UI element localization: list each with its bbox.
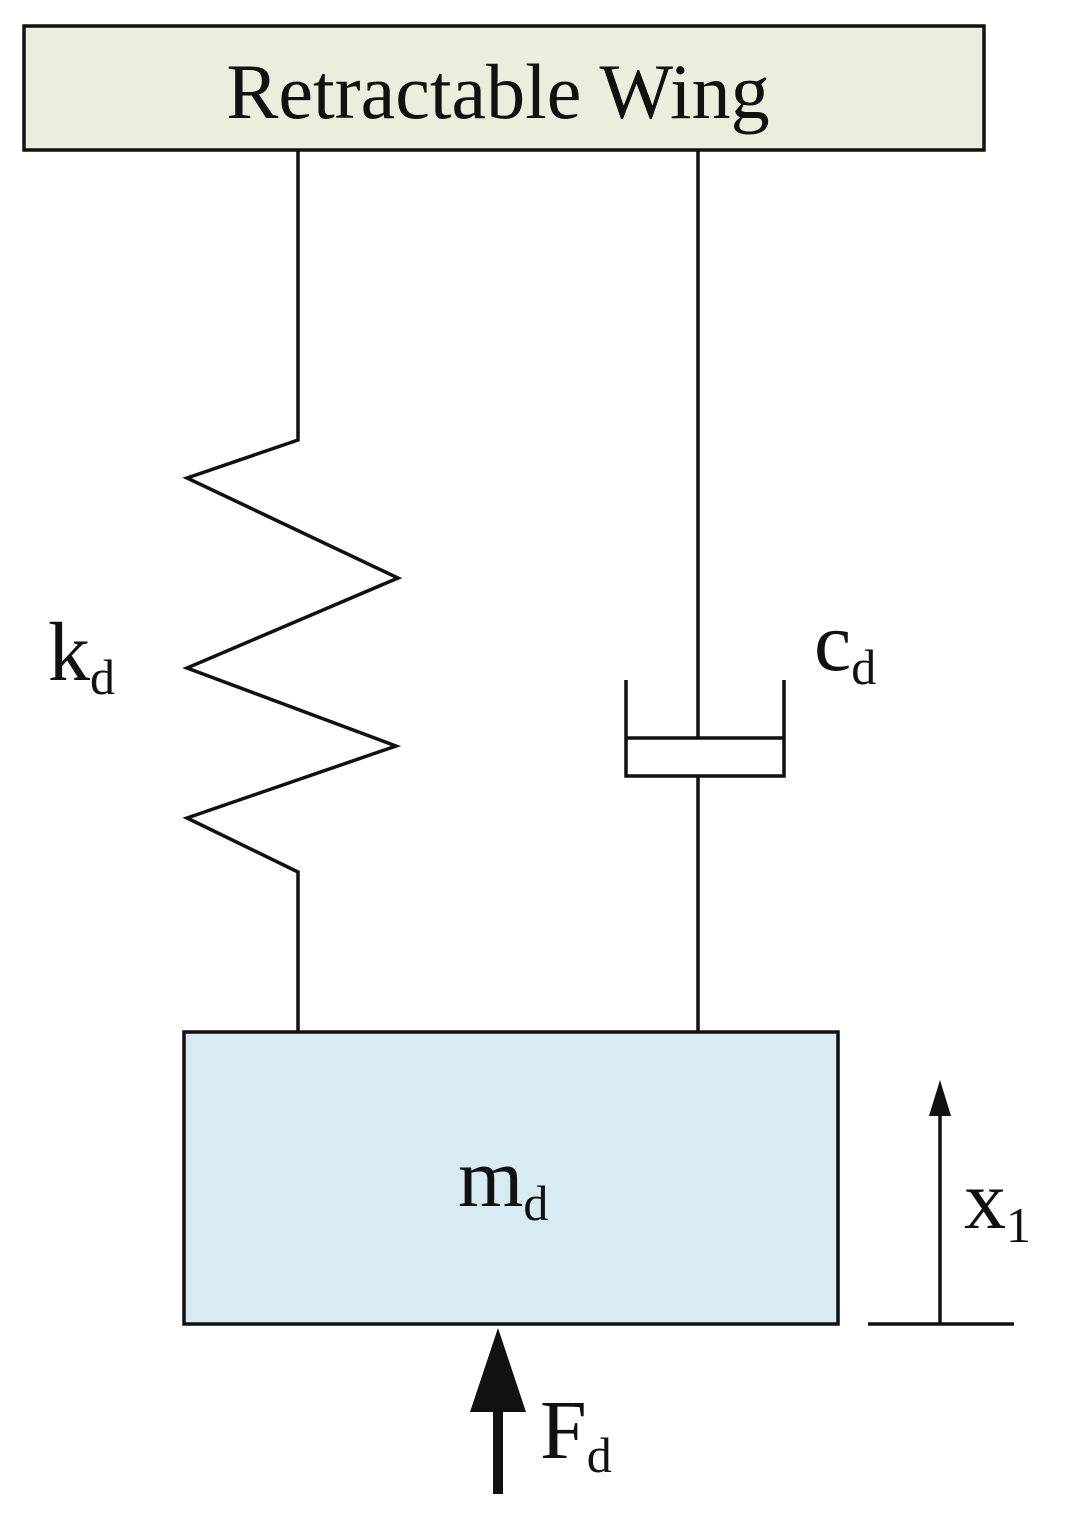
displacement-indicator: x1 (868, 1080, 1031, 1326)
force-subscript: d (587, 1427, 612, 1483)
damper: cd (624, 150, 876, 1032)
wing-label: Retractable Wing (226, 48, 769, 135)
damper-label: cd (814, 596, 876, 695)
mass-box (182, 1030, 840, 1326)
mass-subscript: d (523, 1175, 548, 1231)
force-symbol: F (540, 1384, 587, 1477)
wing-box (22, 24, 986, 152)
force-label: Fd (540, 1384, 612, 1483)
displacement-label: x1 (964, 1154, 1031, 1253)
spring-coil (182, 150, 403, 1032)
spring-label: kd (48, 606, 115, 705)
displacement-subscript: 1 (1006, 1197, 1031, 1253)
mass-label: md (458, 1132, 548, 1231)
applied-force: Fd (470, 1328, 612, 1494)
displacement-symbol: x (964, 1154, 1006, 1247)
damper-symbol: c (814, 596, 851, 689)
mass: md (182, 1030, 840, 1326)
damper-subscript: d (851, 639, 876, 695)
mass-symbol: m (458, 1132, 523, 1225)
force-arrowhead (470, 1328, 526, 1412)
damper-cylinder (624, 680, 786, 778)
spring-symbol: k (48, 606, 90, 699)
displacement-arrowhead (929, 1080, 951, 1116)
spring: kd (48, 150, 403, 1032)
retractable-wing: Retractable Wing (22, 24, 986, 152)
spring-subscript: d (90, 649, 115, 705)
